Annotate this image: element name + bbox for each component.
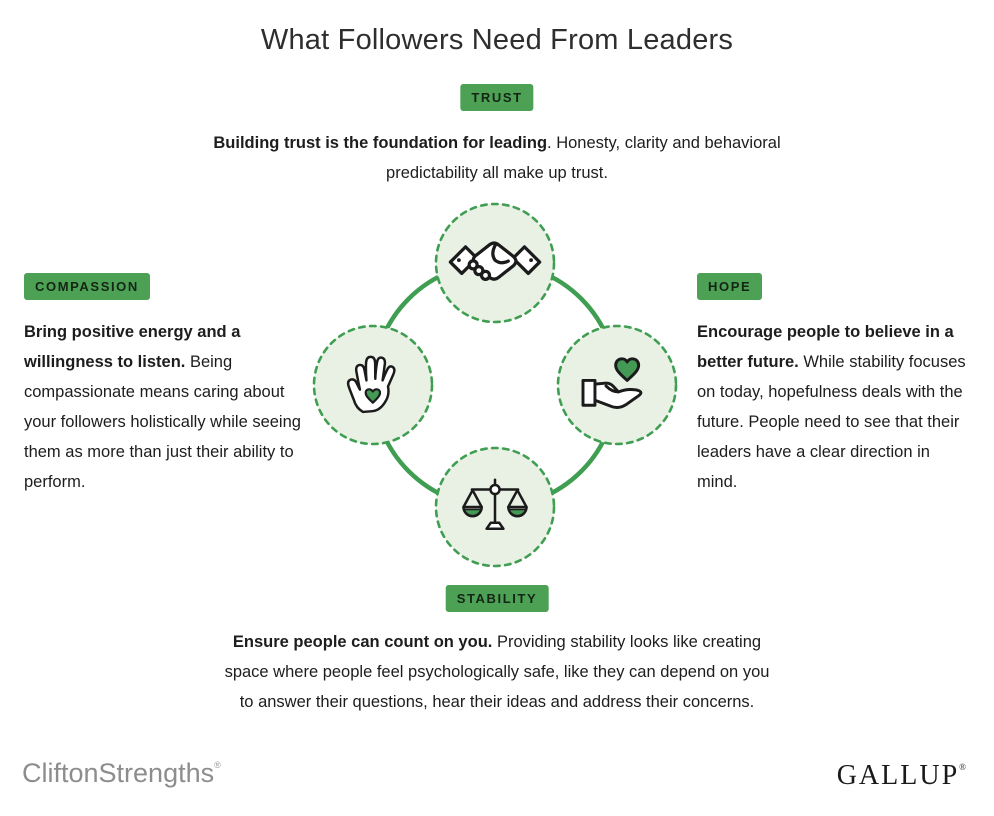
balance-scale-icon	[462, 478, 528, 530]
open-hand-heart-icon	[346, 355, 396, 414]
cliftonstrengths-logo-text: CliftonStrengths	[22, 758, 215, 788]
compassion-badge: COMPASSION	[24, 273, 150, 300]
hope-paragraph: Encourage people to believe in a better …	[697, 317, 973, 497]
held-heart-shape	[614, 357, 641, 382]
hope-lead-text: Encourage people to believe in a better …	[697, 323, 954, 371]
hope-body-text: While stability focuses on today, hopefu…	[697, 353, 966, 491]
registered-mark: ®	[214, 760, 221, 770]
compassion-body-text: Being compassionate means caring about y…	[24, 353, 301, 491]
gallup-logo-text: GALLUP	[836, 760, 960, 791]
leadership-cycle-diagram	[312, 202, 678, 568]
stability-paragraph: Ensure people can count on you. Providin…	[217, 627, 777, 717]
stability-badge-label: STABILITY	[456, 591, 538, 606]
registered-mark: ®	[959, 762, 966, 772]
handshake-icon	[448, 241, 542, 281]
stability-badge: STABILITY	[445, 585, 549, 612]
compassion-paragraph: Bring positive energy and a willingness …	[24, 317, 306, 497]
trust-body-text: . Honesty, clarity and behavioral predic…	[386, 134, 781, 182]
hope-badge: HOPE	[697, 273, 763, 300]
hand-holding-heart-icon	[581, 357, 643, 409]
trust-paragraph: Building trust is the foundation for lea…	[197, 128, 797, 188]
stability-body-text: Providing stability looks like creating …	[224, 633, 770, 711]
page-title: What Followers Need From Leaders	[260, 24, 734, 56]
cliftonstrengths-logo: CliftonStrengths®	[22, 758, 221, 789]
trust-badge-label: TRUST	[471, 90, 523, 105]
palm-heart-shape	[364, 388, 382, 404]
compassion-badge-label: COMPASSION	[35, 279, 139, 294]
stability-lead-text: Ensure people can count on you.	[232, 633, 493, 651]
compassion-lead-text: Bring positive energy and a willingness …	[24, 323, 241, 371]
hope-badge-label: HOPE	[708, 279, 752, 294]
trust-badge: TRUST	[460, 84, 534, 111]
trust-lead-text: Building trust is the foundation for lea…	[213, 134, 548, 152]
hope-node-circle	[556, 324, 678, 446]
gallup-logo: GALLUP®	[837, 760, 966, 792]
